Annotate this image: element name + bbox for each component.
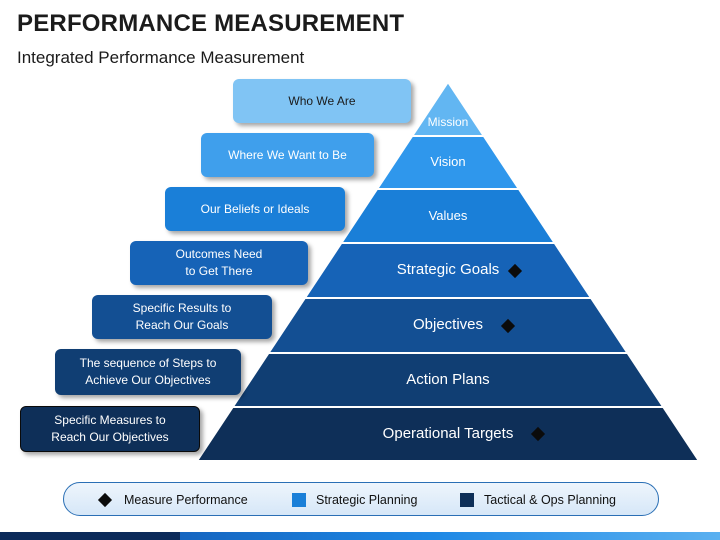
description-box-text: Who We Are — [288, 93, 356, 108]
pyramid-label-2: Values — [428, 207, 468, 223]
strategic-swatch — [292, 493, 306, 507]
description-box-text: Where We Want to Be — [228, 147, 347, 162]
legend-item-measure: Measure Performance — [97, 483, 248, 517]
pyramid-label-1: Vision — [430, 154, 466, 170]
description-box-3: Outcomes Need to Get There — [130, 241, 308, 285]
description-box-text: Specific Measures to Reach Our Objective… — [51, 413, 169, 444]
page-subtitle: Integrated Performance Measurement — [17, 48, 305, 67]
legend-item-strategic: Strategic Planning — [292, 483, 417, 517]
pyramid-label-5: Action Plans — [406, 370, 490, 388]
description-box-6: Specific Measures to Reach Our Objective… — [20, 406, 200, 452]
legend: Measure Performance Strategic Planning T… — [63, 482, 659, 516]
pyramid-label-4: Objectives — [412, 316, 484, 334]
description-box-text: Outcomes Need to Get There — [175, 247, 263, 278]
description-box-text: Our Beliefs or Ideals — [200, 201, 310, 216]
bottom-accent-bar — [0, 532, 720, 540]
legend-label-measure: Measure Performance — [124, 493, 248, 507]
pyramid-label-6: Operational Targets — [382, 424, 514, 442]
pyramid-label-3: Strategic Goals — [396, 261, 500, 279]
description-box-1: Where We Want to Be — [201, 133, 374, 177]
legend-item-tactical: Tactical & Ops Planning — [460, 483, 616, 517]
legend-label-tactical: Tactical & Ops Planning — [484, 493, 617, 507]
description-box-text: The sequence of Steps to Achieve Our Obj… — [79, 356, 217, 387]
pyramid-level-6 — [195, 406, 701, 462]
diamond-icon — [97, 492, 113, 508]
tactical-swatch — [460, 493, 474, 507]
description-box-0: Who We Are — [233, 79, 411, 123]
pyramid-label-0: Mission — [427, 114, 469, 129]
description-box-2: Our Beliefs or Ideals — [165, 187, 345, 231]
description-box-5: The sequence of Steps to Achieve Our Obj… — [55, 349, 241, 395]
page-title: PERFORMANCE MEASUREMENT — [17, 10, 405, 37]
description-box-4: Specific Results to Reach Our Goals — [92, 295, 272, 339]
description-box-text: Specific Results to Reach Our Goals — [132, 301, 232, 332]
legend-label-strategic: Strategic Planning — [316, 493, 418, 507]
